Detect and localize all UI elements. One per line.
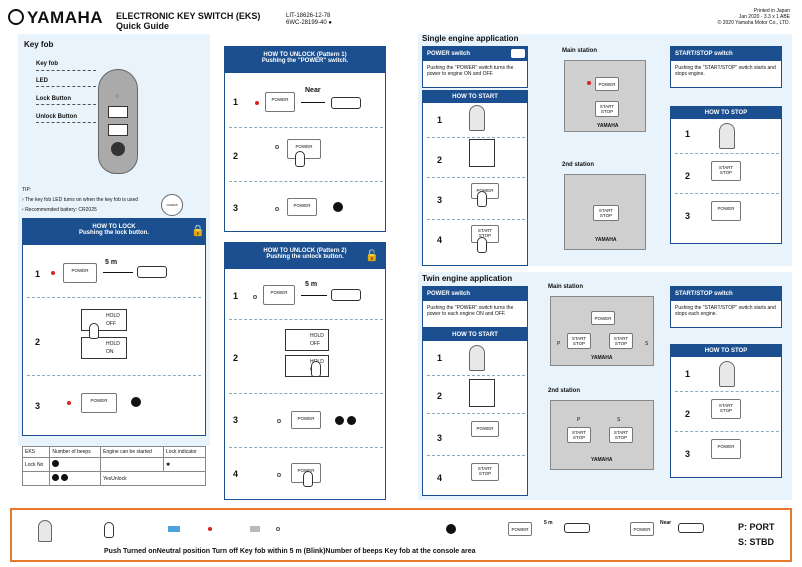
- brand-logo: YAMAHA: [8, 8, 103, 28]
- tip-label: TIP:: [22, 187, 32, 193]
- brand-name: YAMAHA: [27, 8, 104, 27]
- th-lock: Lock indicator: [162, 446, 207, 458]
- twin-power-info: POWER switch Pushing the "POWER" switch …: [422, 286, 528, 328]
- legend-near: Near: [660, 520, 672, 526]
- led-on-icon: [168, 526, 180, 532]
- label-unlock-button: Unlock Button: [36, 114, 77, 120]
- tuning-fork-icon: [8, 9, 24, 25]
- lock-step-2: 2: [35, 337, 41, 347]
- single-heading: Single engine application: [422, 34, 519, 43]
- keyfob-panel: Key fob Key fob LED Lock Button Unlock B…: [18, 34, 210, 446]
- twin-second-station: 2nd station: [548, 388, 581, 394]
- label-lock-button: Lock Button: [36, 96, 71, 102]
- hand-icon: [89, 323, 99, 339]
- unlock1-step-2: 2: [233, 151, 239, 161]
- padlock-open-icon: 🔓: [365, 250, 379, 262]
- unlock-pattern-1-box: HOW TO UNLOCK (Pattern 1)Pushing the "PO…: [224, 46, 386, 232]
- twin-heading: Twin engine application: [422, 274, 513, 283]
- arrow-icon: [103, 272, 133, 273]
- unlock2-step-1: 1: [233, 291, 239, 301]
- th-start: Engine can be started: [100, 446, 164, 458]
- beep-dot: [131, 397, 141, 407]
- power-switch-img: POWER: [265, 92, 295, 112]
- near-label: Near: [305, 87, 321, 94]
- legend-text: Push Turned onNeutral position Turn off …: [104, 548, 476, 555]
- twin-engine-panel: Twin engine application POWER switch Pus…: [418, 272, 792, 500]
- power-switch-img: POWER: [263, 285, 295, 305]
- row-yes-unlock: YesUnlock: [100, 471, 206, 486]
- unlock2-step-4: 4: [233, 469, 239, 479]
- padlock-icon: 🔒: [191, 225, 205, 237]
- unlock1-header: HOW TO UNLOCK (Pattern 1)Pushing the "PO…: [225, 47, 385, 73]
- unlock2-distance: 5 m: [305, 281, 318, 288]
- battery-icon: CR2025: [161, 194, 183, 216]
- unlock1-step-3: 3: [233, 203, 239, 213]
- label-key-fob: Key fob: [36, 61, 59, 67]
- th-beeps: Number of beeps: [49, 446, 102, 458]
- lock-distance: 5 m: [105, 259, 118, 266]
- label-led: LED: [36, 78, 48, 84]
- single-second-station: 2nd station: [562, 162, 595, 168]
- power-switch-img: POWER: [287, 198, 317, 216]
- power-switch-img: POWER: [81, 393, 117, 413]
- tip-line-2: › Recommended battery: CR2025: [22, 207, 97, 213]
- unlock2-header: HOW TO UNLOCK (Pattern 2)Pushing the unl…: [225, 243, 385, 269]
- power-switch-img: POWER: [63, 263, 97, 283]
- row-lock-no: Lock No: [21, 457, 51, 472]
- unlock-pattern-2-box: HOW TO UNLOCK (Pattern 2)Pushing the unl…: [224, 242, 386, 500]
- twin-main-station: Main station: [548, 284, 584, 290]
- legend-distance: 5 m: [544, 520, 553, 526]
- lock-step-3: 3: [35, 401, 41, 411]
- unlock1-step-1: 1: [233, 97, 239, 107]
- doc-title: ELECTRONIC KEY SWITCH (EKS)Quick Guide: [116, 11, 261, 31]
- unlock2-step-2: 2: [233, 353, 239, 363]
- keyfob-heading: Key fob: [24, 40, 54, 49]
- tip-line-1: › The key fob LED turns on when the key …: [22, 197, 139, 203]
- single-engine-panel: Single engine application POWER switch P…: [418, 34, 792, 266]
- single-main-station: Main station: [562, 48, 598, 54]
- single-power-info: POWER switch Pushing the "POWER" switch …: [422, 46, 528, 88]
- key-fob-image: [98, 69, 138, 174]
- twin-startstop-info: START/STOP switch Pushing the "START/STO…: [670, 286, 782, 328]
- unlock2-step-3: 3: [233, 415, 239, 425]
- key-fob-icon: [137, 266, 167, 278]
- neutral-icon: [250, 526, 260, 532]
- single-startstop-info: START/STOP switch Pushing the "START/STO…: [670, 46, 782, 88]
- th-eks: EKS: [21, 446, 51, 458]
- lock-step-1: 1: [35, 269, 41, 279]
